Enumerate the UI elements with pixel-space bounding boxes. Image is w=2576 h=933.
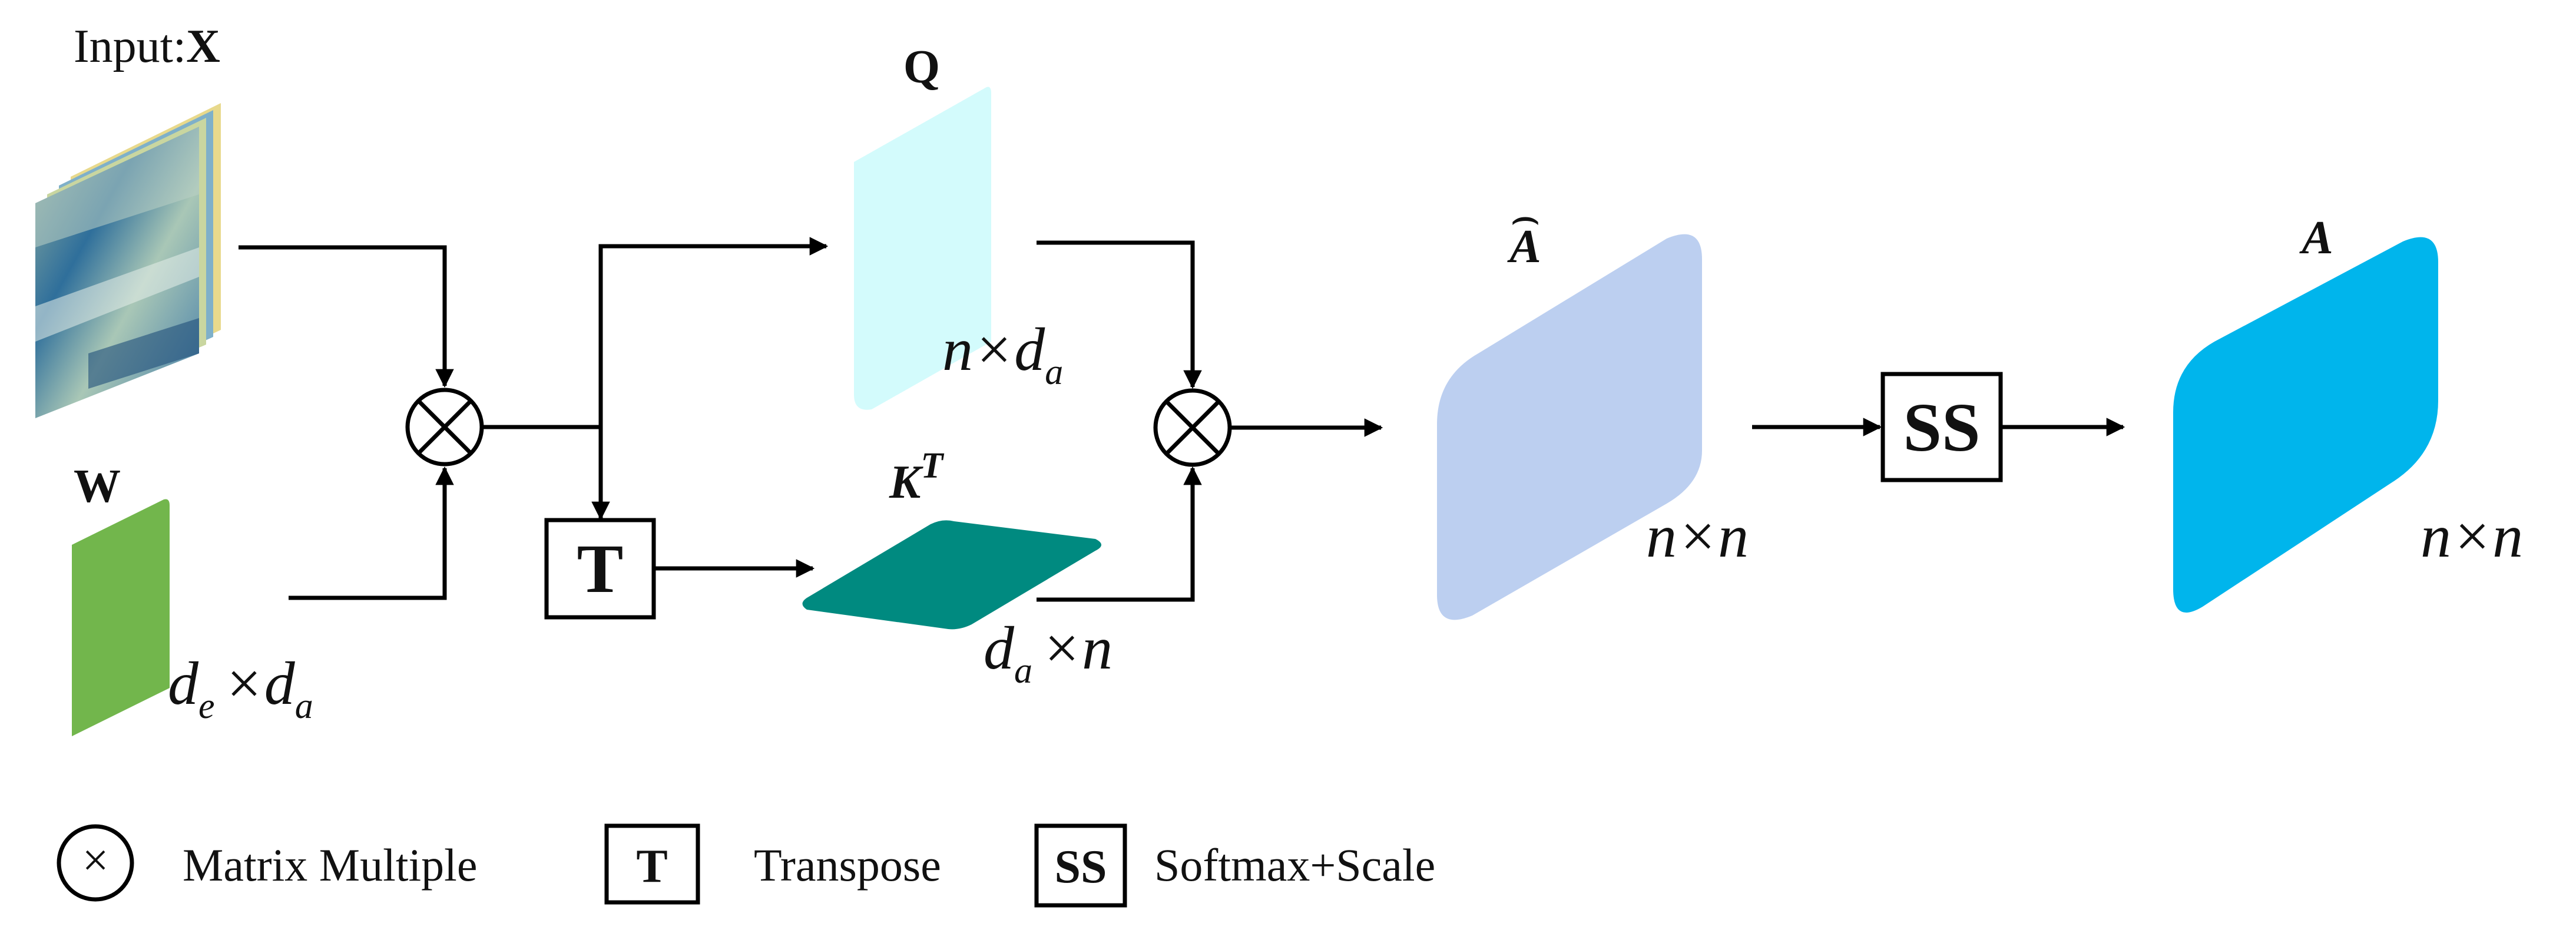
legend-softmax-text: Softmax+Scale [1154, 839, 1435, 891]
svg-text:de×da: de×da [168, 650, 313, 726]
legend-item-softmax: SS Softmax+Scale [1034, 823, 1435, 908]
svg-text:da×n: da×n [984, 614, 1112, 691]
w-label: W [74, 461, 121, 512]
matmul-op-1 [405, 388, 484, 466]
legend-item-transpose: T Transpose [604, 823, 941, 905]
input-x-label: Input:X [74, 21, 220, 72]
k-dim-label: da×n [984, 614, 1112, 691]
legend-transpose-icon: T [636, 841, 667, 892]
legend-matmul-icon: × [82, 835, 108, 886]
matmul-op-2 [1153, 388, 1232, 467]
arrow-to-q [598, 237, 829, 512]
arrow-w-to-mul [289, 466, 454, 600]
svg-text:KT: KT [889, 446, 944, 508]
transpose-box: T [544, 518, 656, 620]
a-matrix [2173, 237, 2438, 613]
arrow-x-to-mul [239, 245, 454, 388]
q-dim-label: n×da [942, 316, 1063, 392]
k-matrix [802, 520, 1101, 630]
legend-transpose-text: Transpose [754, 839, 941, 891]
svg-text:SS: SS [1903, 389, 1980, 466]
a-label: A [2299, 212, 2333, 264]
svg-text:Input:X: Input:X [74, 21, 220, 72]
arrow-q-to-mul2 [1037, 240, 1202, 389]
legend: × Matrix Multiple T Transpose SS Softmax… [57, 823, 1435, 908]
input-image-stack [35, 103, 221, 418]
softmax-scale-box: SS [1880, 372, 2003, 482]
w-dim-label: de×da [168, 650, 313, 726]
svg-text:T: T [577, 530, 624, 607]
legend-softmax-icon: SS [1055, 841, 1107, 893]
a-hat-matrix [1437, 234, 1702, 620]
k-label: KT [889, 446, 944, 508]
svg-text:A: A [1506, 221, 1541, 273]
a-dim-label: n×n [2421, 502, 2523, 570]
w-matrix [72, 499, 170, 736]
a-hat-label: A ⌢ [1506, 191, 1541, 273]
q-label: Q [903, 41, 940, 93]
svg-text:n×da: n×da [942, 316, 1063, 392]
a-hat-dim-label: n×n [1646, 502, 1749, 570]
legend-item-matmul: × Matrix Multiple [57, 824, 477, 902]
legend-matmul-text: Matrix Multiple [183, 839, 477, 891]
arrow-k-to-mul2 [1037, 466, 1202, 602]
svg-text:⌢: ⌢ [1510, 191, 1541, 243]
q-matrix [854, 87, 991, 410]
